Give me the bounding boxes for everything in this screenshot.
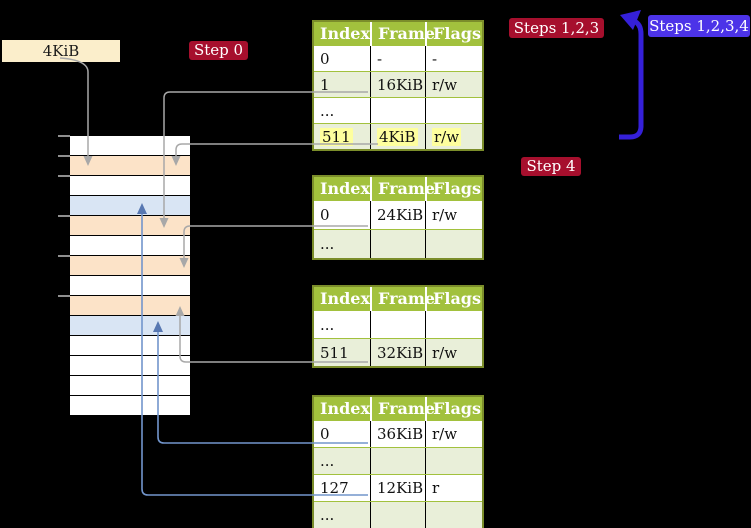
- header-index: Index: [320, 24, 371, 43]
- header-frame: Frame: [370, 22, 435, 46]
- memory-frame-row: [70, 156, 190, 175]
- header-flags: Flags: [425, 287, 482, 311]
- header-frame: Frame: [370, 397, 435, 421]
- header-flags: Flags: [425, 22, 482, 46]
- header-index: Index: [320, 179, 371, 198]
- memory-frame-row: [70, 396, 190, 415]
- step0-label: Step 0: [189, 41, 248, 60]
- address-tick: [58, 215, 70, 217]
- table-row: ...: [314, 447, 482, 474]
- table-row: ...: [314, 501, 482, 528]
- memory-frame-row: [70, 216, 190, 235]
- header-index: Index: [320, 399, 371, 418]
- header-frame: Frame: [370, 287, 435, 311]
- table-header: Index Frame Flags: [314, 287, 482, 311]
- address-tick: [58, 155, 70, 157]
- table-row: 1 16KiB r/w: [314, 71, 482, 97]
- table-header: Index Frame Flags: [314, 22, 482, 46]
- step4-label: Step 4: [521, 157, 581, 176]
- memory-frame-row: [70, 176, 190, 195]
- table-row: 0 - -: [314, 46, 482, 71]
- table-row: ...: [314, 311, 482, 338]
- address-tick: [58, 255, 70, 257]
- table-row-highlighted: 511 4KiB r/w: [314, 123, 482, 149]
- address-tick: [58, 175, 70, 177]
- table-row: 0 36KiB r/w: [314, 421, 482, 447]
- header-flags: Flags: [425, 397, 482, 421]
- frame-size-label: 4KiB: [2, 40, 120, 62]
- page-table-2: Index Frame Flags 0 24KiB r/w ...: [312, 175, 484, 260]
- memory-frame-row: [70, 316, 190, 335]
- highlighted-value: r/w: [432, 127, 462, 146]
- memory-frame-row: [70, 296, 190, 315]
- header-index: Index: [320, 289, 371, 308]
- memory-frame-row: [70, 136, 190, 155]
- table-row: ...: [314, 97, 482, 123]
- page-table-1: Index Frame Flags 0 - - 1 16KiB r/w ... …: [312, 20, 484, 151]
- memory-frame-row: [70, 256, 190, 275]
- steps1234-label: Steps 1,2,3,4: [648, 15, 750, 37]
- header-flags: Flags: [425, 177, 482, 201]
- table-header: Index Frame Flags: [314, 177, 482, 201]
- physical-memory-column: [70, 136, 190, 416]
- steps123-label: Steps 1,2,3: [509, 18, 604, 38]
- table-row: 0 24KiB r/w: [314, 201, 482, 229]
- address-tick: [58, 295, 70, 297]
- table-row: 511 32KiB r/w: [314, 338, 482, 366]
- memory-frame-row: [70, 356, 190, 375]
- steps-flow-arrow: [619, 10, 644, 140]
- memory-frame-row: [70, 376, 190, 395]
- memory-frame-row: [70, 276, 190, 295]
- highlighted-value: 511: [320, 127, 353, 146]
- table-row: 127 12KiB r: [314, 474, 482, 501]
- table-header: Index Frame Flags: [314, 397, 482, 421]
- header-frame: Frame: [370, 177, 435, 201]
- memory-frame-row: [70, 196, 190, 215]
- address-tick: [58, 135, 70, 137]
- memory-frame-row: [70, 236, 190, 255]
- page-table-3: Index Frame Flags ... 511 32KiB r/w: [312, 285, 484, 368]
- table-row: ...: [314, 229, 482, 258]
- highlighted-value: 4KiB: [377, 127, 418, 146]
- page-table-4: Index Frame Flags 0 36KiB r/w ... 127 12…: [312, 395, 484, 528]
- memory-frame-row: [70, 336, 190, 355]
